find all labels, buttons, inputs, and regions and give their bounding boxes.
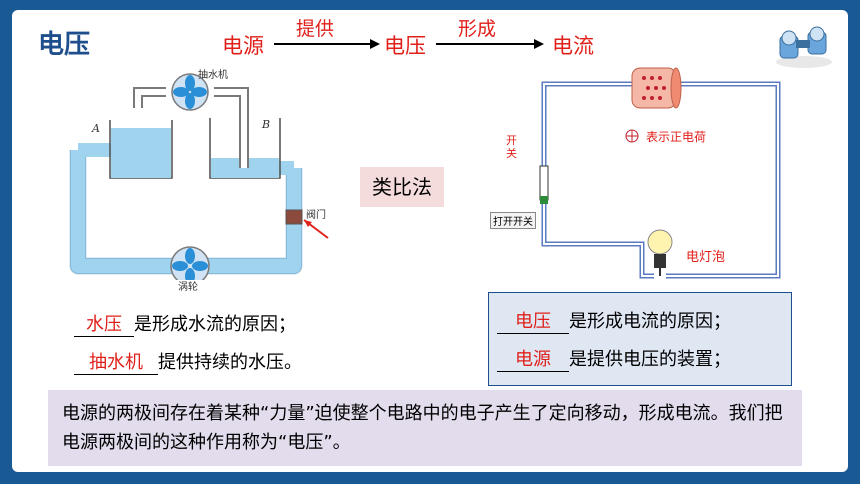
flow-current: 电流 [552,34,594,58]
circuit-diagram [539,67,781,279]
pump-label: 抽水机 [198,70,228,81]
statement-text: 是形成电流的原因； [569,311,731,332]
bulb-label: 电灯泡 [686,250,726,265]
flow-voltage: 电压 [384,34,426,58]
info-box: 电压是形成电流的原因； 电源是提供电压的装置； [488,292,792,386]
switch-label: 开关 [506,134,517,160]
turbine-label: 涡轮 [178,282,198,293]
right-statement-1: 电压是形成电流的原因； [497,307,731,334]
binoculars-icon [776,26,832,68]
statement-text: 提供持续的水压。 [158,352,302,373]
flow-arrow2-label: 形成 [458,18,497,40]
blank-answer: 抽水机 [74,348,158,375]
container-a-label: A [92,122,100,135]
water-flow-diagram [69,73,329,280]
slide-canvas: 电压 电源 提供 电压 形成 电流 [12,10,848,472]
left-statement-2: 抽水机提供持续的水压。 [74,348,302,375]
flow-source: 电源 [222,34,264,58]
statement-text: 是形成水流的原因； [134,314,296,335]
blank-answer: 电源 [497,345,569,372]
left-statement-1: 水压是形成水流的原因； [74,310,296,337]
definition-box: 电源的两极间存在着某种“力量”迫使整个电路中的电子产生了定向移动，形成电流。我们… [48,390,802,466]
valve-label: 阀门 [306,210,326,221]
blank-answer: 水压 [74,310,134,337]
statement-text: 是提供电压的装置； [569,349,731,370]
right-statement-2: 电源是提供电压的装置； [497,345,731,372]
flow-arrow-1 [274,39,380,49]
analogy-method-label: 类比法 [360,167,444,207]
flow-arrow-2 [436,39,544,49]
flow-arrow1-label: 提供 [296,18,335,40]
page-title: 电压 [38,30,91,60]
positive-charge-legend: 表示正电荷 [646,130,707,144]
blank-answer: 电压 [497,307,569,334]
open-switch-button[interactable]: 打开开关 [490,212,536,229]
container-b-label: B [262,118,271,131]
